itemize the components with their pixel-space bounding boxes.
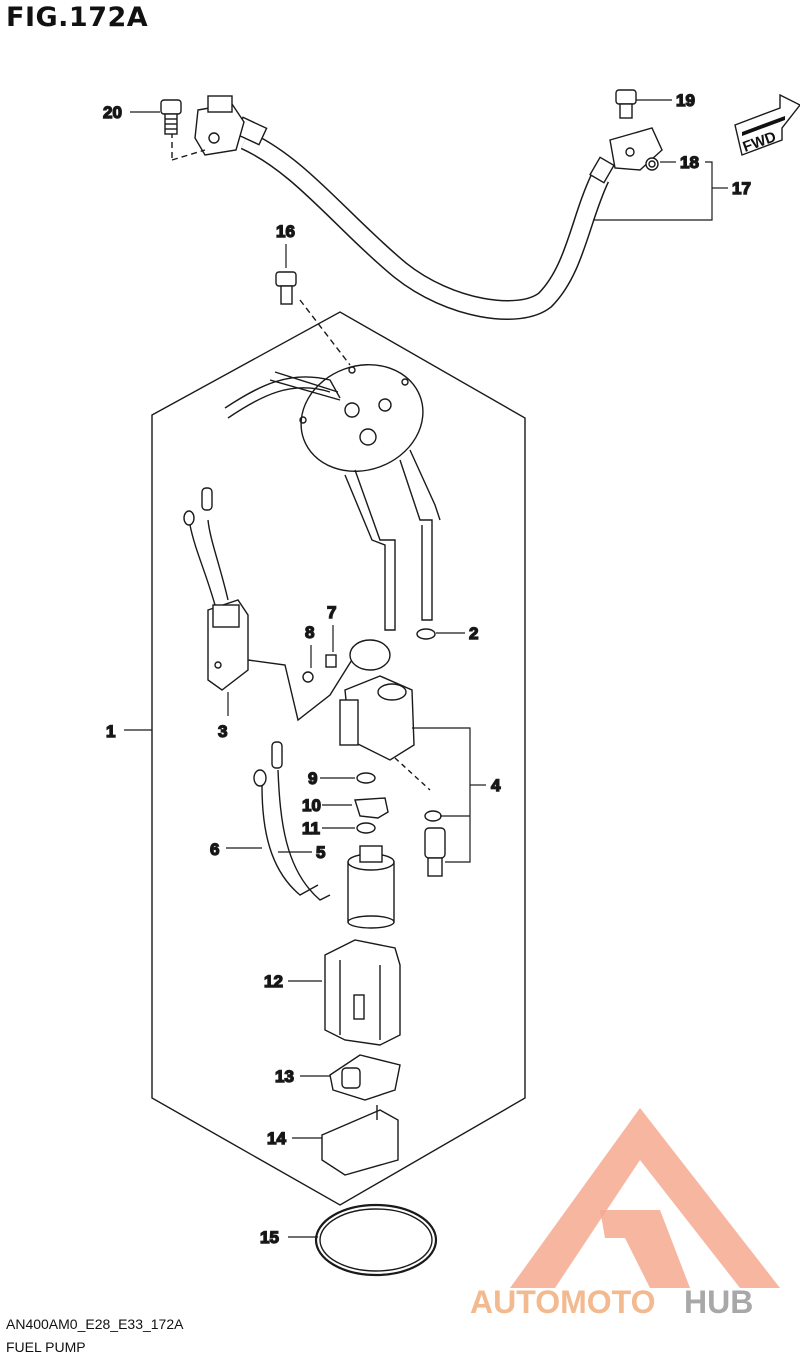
callout-19: 19 xyxy=(676,91,695,110)
callout-17: 17 xyxy=(732,179,751,198)
callout-16: 16 xyxy=(276,222,295,241)
callout-labels: 1 2 3 4 5 6 7 8 9 10 11 12 13 14 15 16 1… xyxy=(102,90,751,1247)
callout-15: 15 xyxy=(260,1228,279,1247)
fuel-hose xyxy=(234,116,615,320)
callout-11: 11 xyxy=(302,819,320,838)
callout-20: 20 xyxy=(103,103,122,122)
fuel-pump-motor xyxy=(347,845,395,929)
bolt-20-icon xyxy=(160,99,182,135)
pump-flange xyxy=(224,364,424,472)
fwd-arrow-icon: FWD xyxy=(734,93,800,156)
callout-7: 7 xyxy=(327,603,336,622)
watermark-text-2: HUB xyxy=(684,1284,753,1320)
regulator-parts xyxy=(424,810,446,877)
connector-3 xyxy=(183,487,356,722)
o-ring-2 xyxy=(416,628,436,640)
hose-fitting-left xyxy=(171,95,245,161)
sender-7-8 xyxy=(302,639,391,683)
callout-4: 4 xyxy=(491,776,501,795)
o-ring-11 xyxy=(356,822,376,834)
filter-case-12 xyxy=(324,939,401,1046)
filter-13 xyxy=(329,1054,401,1101)
diagram-code: AN400AM0_E28_E33_172A xyxy=(6,1316,184,1332)
gasket-15 xyxy=(314,1203,438,1277)
callout-13: 13 xyxy=(275,1067,294,1086)
assembly-outline xyxy=(151,311,526,1206)
callout-1: 1 xyxy=(106,722,115,741)
callout-3: 3 xyxy=(218,722,227,741)
part-10 xyxy=(354,797,389,819)
figure-title: FIG.172A xyxy=(6,2,149,33)
callout-8: 8 xyxy=(305,623,314,642)
callout-12: 12 xyxy=(264,972,283,991)
callout-14: 14 xyxy=(267,1129,286,1148)
callout-10: 10 xyxy=(302,796,321,815)
hose-fitting-right xyxy=(609,127,663,171)
bolt-19-icon xyxy=(615,89,637,119)
regulator-housing-4 xyxy=(339,675,431,791)
callout-2: 2 xyxy=(469,624,478,643)
gasket-15-inner xyxy=(319,1208,433,1272)
diagram-name: FUEL PUMP xyxy=(6,1339,86,1355)
pump-brackets xyxy=(344,449,441,631)
leader-lines xyxy=(124,99,728,1238)
callout-6: 6 xyxy=(210,840,219,859)
callout-18: 18 xyxy=(680,153,699,172)
wires-5-6 xyxy=(253,741,331,901)
watermark-logo: AUTOMOTO HUB xyxy=(470,1108,780,1320)
o-ring-9 xyxy=(356,772,376,784)
callout-9: 9 xyxy=(308,769,317,788)
watermark-text-1: AUTOMOTO xyxy=(470,1284,655,1320)
callout-5: 5 xyxy=(316,843,325,862)
bolt-16-icon xyxy=(275,271,351,366)
bracket-14 xyxy=(321,1105,399,1176)
